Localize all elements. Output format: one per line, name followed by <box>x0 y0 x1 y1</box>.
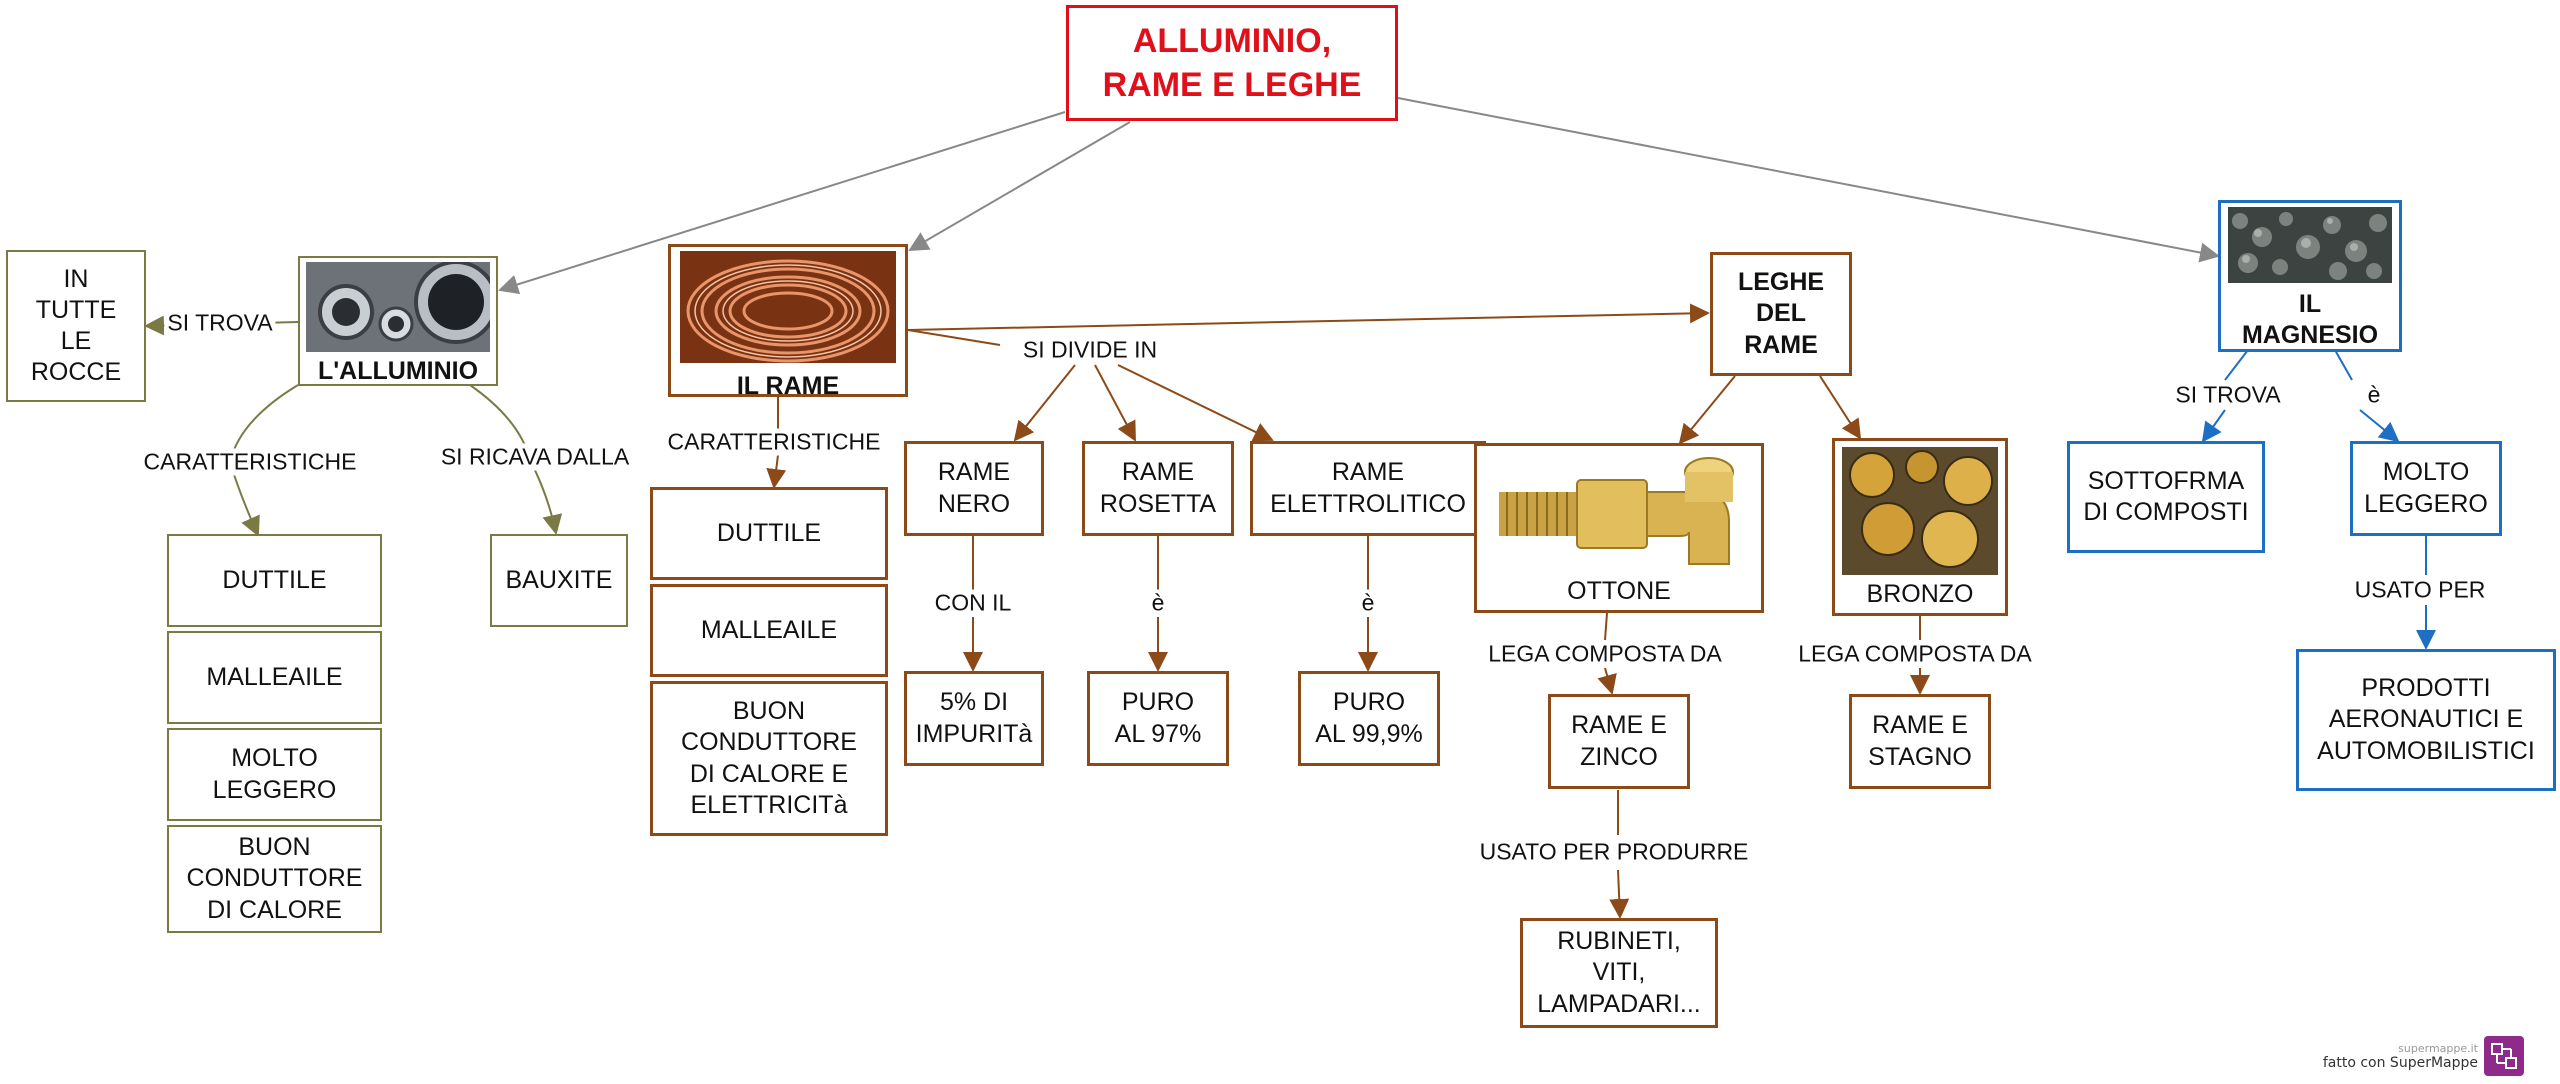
magnesio-title: IL MAGNESIO <box>2241 290 2379 350</box>
rame-nero-value[interactable]: 5% DI IMPURITà <box>904 671 1044 766</box>
concept-alluminio[interactable]: L'ALLUMINIO <box>298 256 498 386</box>
rame-char-item[interactable]: MALLEAILE <box>650 584 888 677</box>
alluminio-where-value[interactable]: IN TUTTE LE ROCCE <box>6 250 146 402</box>
rame-type-rosetta[interactable]: RAME ROSETTA <box>1082 441 1234 536</box>
rame-type-elettrolitico[interactable]: RAME ELETTROLITICO <box>1250 441 1486 536</box>
lega-bronzo[interactable]: BRONZO <box>1832 438 2008 616</box>
alluminio-where-label: SI TROVA <box>164 309 276 337</box>
brass-fitting-icon <box>1489 452 1749 570</box>
lega-ottone[interactable]: OTTONE <box>1474 443 1764 613</box>
alluminio-char-item[interactable]: BUON CONDUTTORE DI CALORE <box>167 825 382 933</box>
rame-rosetta-rel: è <box>1148 589 1168 617</box>
rame-char-label: CARATTERISTICHE <box>664 428 884 456</box>
copper-coil-icon <box>680 251 896 363</box>
alluminio-char-item[interactable]: MALLEAILE <box>167 631 382 724</box>
ottone-name: OTTONE <box>1567 577 1671 605</box>
rame-divide-label: SI DIVIDE IN <box>1019 336 1161 364</box>
alluminio-source-value[interactable]: BAUXITE <box>490 534 628 627</box>
footer-site: supermappe.it <box>2398 1041 2478 1055</box>
rame-char-item[interactable]: DUTTILE <box>650 487 888 580</box>
alluminio-char-item[interactable]: MOLTO LEGGERO <box>167 728 382 821</box>
supermappe-logo-icon <box>2484 1036 2524 1076</box>
magnesio-use-value[interactable]: PRODOTTI AERONAUTICI E AUTOMOBILISTICI <box>2296 649 2556 791</box>
magnesio-where-label: SI TROVA <box>2172 381 2284 409</box>
concept-magnesio[interactable]: IL MAGNESIO <box>2218 200 2402 352</box>
supermappe-credit[interactable]: supermappe.it fatto con SuperMappe <box>2323 1036 2524 1076</box>
footer-credit: fatto con SuperMappe <box>2322 1054 2478 1071</box>
magnesio-is-value[interactable]: MOLTO LEGGERO <box>2350 441 2502 536</box>
alluminio-source-label: SI RICAVA DALLA <box>437 443 633 471</box>
rame-char-item[interactable]: BUON CONDUTTORE DI CALORE E ELETTRICITà <box>650 681 888 836</box>
concept-leghe-del-rame[interactable]: LEGHE DEL RAME <box>1710 252 1852 376</box>
ottone-use-label: USATO PER PRODURRE <box>1476 838 1752 866</box>
rame-elettrolitico-value[interactable]: PURO AL 99,9% <box>1298 671 1440 766</box>
rame-rosetta-value[interactable]: PURO AL 97% <box>1087 671 1229 766</box>
ottone-composition[interactable]: RAME E ZINCO <box>1548 694 1690 789</box>
alluminio-title: L'ALLUMINIO <box>317 357 479 385</box>
bronzo-composition[interactable]: RAME E STAGNO <box>1849 694 1991 789</box>
magnesium-rock-icon <box>2228 207 2392 283</box>
alluminio-char-label: CARATTERISTICHE <box>140 448 360 476</box>
ottone-use-value[interactable]: RUBINETI, VITI, LAMPADARI... <box>1520 918 1718 1028</box>
magnesio-is-label: è <box>2364 381 2384 409</box>
bronzo-name: BRONZO <box>1866 580 1974 608</box>
root-concept[interactable]: ALLUMINIO, RAME E LEGHE <box>1066 5 1398 121</box>
rame-nero-rel: CON IL <box>931 589 1015 617</box>
rame-title: IL RAME <box>736 372 840 400</box>
rame-type-nero[interactable]: RAME NERO <box>904 441 1044 536</box>
rame-elettrolitico-rel: è <box>1358 589 1378 617</box>
concept-rame[interactable]: IL RAME <box>668 244 908 400</box>
bronzo-rel-label: LEGA COMPOSTA DA <box>1795 640 2035 668</box>
ottone-rel-label: LEGA COMPOSTA DA <box>1485 640 1725 668</box>
bronze-bars-icon <box>1842 447 1998 575</box>
magnesio-use-label: USATO PER <box>2351 576 2489 604</box>
magnesio-where-value[interactable]: SOTTOFRMA DI COMPOSTI <box>2067 441 2265 553</box>
alluminio-char-item[interactable]: DUTTILE <box>167 534 382 627</box>
aluminium-tubes-icon <box>306 262 490 352</box>
